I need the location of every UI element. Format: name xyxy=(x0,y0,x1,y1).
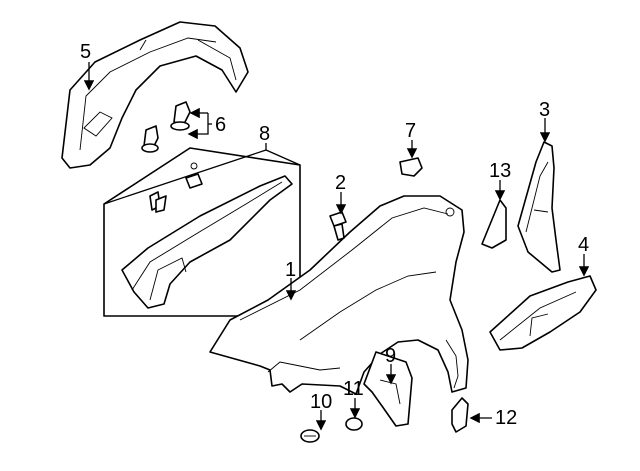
part-4-bracket xyxy=(489,275,597,351)
callout-1: 1 xyxy=(285,259,297,281)
part-13-trim xyxy=(481,199,507,249)
part-10-screw xyxy=(300,429,320,443)
callout-2: 2 xyxy=(335,172,347,194)
callout-13: 13 xyxy=(489,160,512,182)
part-1-fender xyxy=(209,195,469,395)
part-11-clip xyxy=(345,417,363,431)
callout-7: 7 xyxy=(405,120,417,142)
part-12-bracket xyxy=(451,397,469,433)
callout-3: 3 xyxy=(539,99,551,121)
part-6-clips xyxy=(141,101,191,153)
callout-5: 5 xyxy=(80,41,92,63)
callout-12: 12 xyxy=(495,407,518,429)
callout-4: 4 xyxy=(578,234,590,256)
callout-8: 8 xyxy=(259,123,271,145)
part-8-inset-box xyxy=(103,147,301,317)
part-3-support xyxy=(517,141,561,273)
callout-10: 10 xyxy=(310,391,333,413)
callout-9: 9 xyxy=(385,345,397,367)
callout-11: 11 xyxy=(343,378,364,400)
part-2-bolt xyxy=(329,211,347,241)
part-7-bracket xyxy=(399,157,423,177)
leader-lines xyxy=(83,62,590,431)
callout-6: 6 xyxy=(215,114,227,136)
part-5-fender-liner xyxy=(61,21,249,169)
